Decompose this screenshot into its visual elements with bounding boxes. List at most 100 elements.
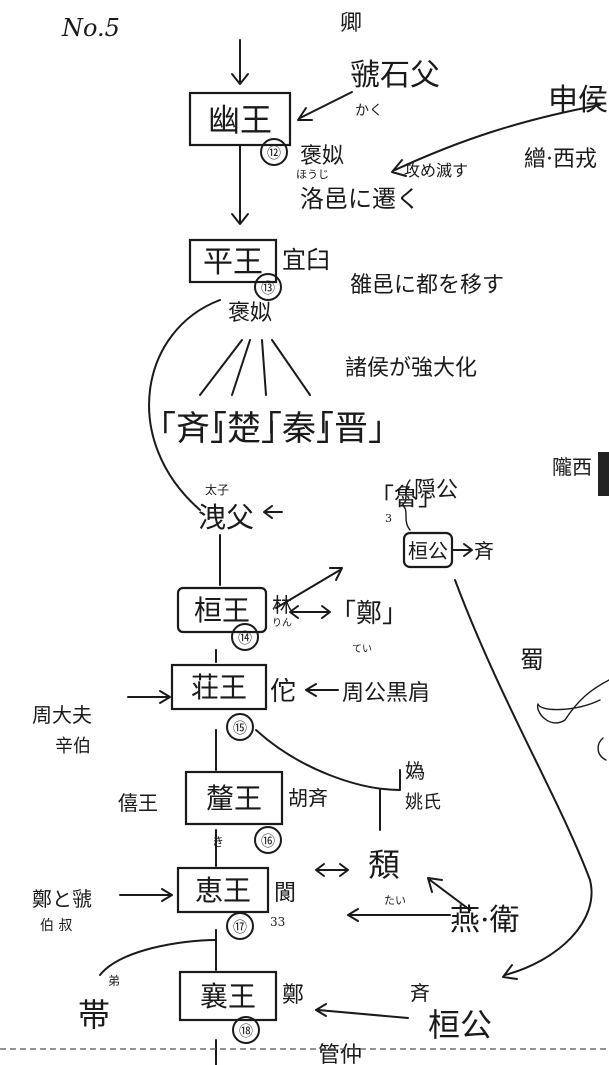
note-move-luoyi: 洛邑に遷く xyxy=(300,185,420,213)
king-num-xiang: ⑱ xyxy=(239,1024,253,1040)
king-num-hui: ⑰ xyxy=(233,920,247,936)
line-zhuang-to-wei xyxy=(255,729,401,791)
king-name-ping: 平王 xyxy=(203,245,263,280)
lines-to-states xyxy=(199,339,311,396)
arrow-shen-to-you xyxy=(391,104,601,177)
note-lang: 閬 xyxy=(274,881,296,906)
page-number: No.5 xyxy=(61,14,120,42)
note-bao-si: 褒姒 xyxy=(300,144,344,169)
note-zheng2: 鄭 xyxy=(282,983,304,1008)
note-tui: 頽 xyxy=(368,846,400,884)
king-num-circle-hui xyxy=(226,912,254,940)
note-zheng: 「鄭」 xyxy=(330,599,408,629)
king-name-huan: 桓王 xyxy=(194,594,250,627)
note-yaoshi: 姚氏 xyxy=(405,792,441,813)
king-num-circle-ping xyxy=(254,273,282,301)
curve-to-huangong xyxy=(454,579,593,980)
king-num-circle-huan xyxy=(231,623,259,651)
note-shu: 蜀 xyxy=(520,646,544,674)
arrow-yanwei-to-hui xyxy=(347,908,451,922)
note-xiefu: 洩父 xyxy=(198,501,254,534)
note-lords-rise: 諸侯が強大化 xyxy=(345,356,477,381)
king-box-xiang xyxy=(178,970,278,1022)
arrow-into-you xyxy=(231,39,249,85)
note-tuo: 佗 xyxy=(270,677,296,707)
note-destroy: 攻め滅す xyxy=(404,161,468,180)
note-flag: 褒姒 xyxy=(228,301,272,326)
king-name-zhuang: 荘王 xyxy=(191,671,247,704)
note-yin: 隠公 xyxy=(414,478,458,503)
note-qi: 斉 xyxy=(410,981,430,1005)
map-edge-block xyxy=(598,452,609,496)
note-qing: 卿 xyxy=(340,11,362,36)
arrow-zhougong-to-zhuang xyxy=(305,683,339,697)
arrow-dafu-to-zhuang xyxy=(127,690,171,704)
note-xi-wang: 僖王 xyxy=(118,791,158,815)
king-name-xi: 釐王 xyxy=(206,782,262,815)
king-box-huan xyxy=(176,586,268,634)
arrow-guo-to-you xyxy=(297,91,353,121)
note-dai: 帯 xyxy=(78,996,110,1034)
arrow-huan-to-lu xyxy=(275,567,343,609)
note-di: 弟 xyxy=(108,974,120,988)
king-num-zhuang: ⑮ xyxy=(233,721,247,737)
line-ping-to-xiefu xyxy=(148,299,221,511)
note-to-qi: 斉 xyxy=(474,539,494,563)
note-zheng-guo: 鄭と虢 xyxy=(32,887,92,911)
king-num-you: ⑫ xyxy=(267,146,281,162)
note-yan-wei: 燕·衛 xyxy=(450,903,520,938)
note-zhou-dafu: 周大夫 xyxy=(32,703,92,727)
note-lin-reading: りん xyxy=(272,617,292,629)
note-zheng-reading: てい xyxy=(352,644,372,655)
note-tui-reading: たい xyxy=(384,894,406,907)
note-guanzhong: 管仲 xyxy=(318,1043,362,1065)
note-taizi: 太子 xyxy=(205,482,229,497)
king-num-huan: ⑭ xyxy=(238,631,252,647)
king-box-xi xyxy=(184,770,284,826)
note-shen-hou: 申侯 xyxy=(548,83,608,118)
note-huangong: 桓公 xyxy=(428,1006,492,1044)
note-zheng-sub: 伯 叔 xyxy=(40,918,72,934)
note-zhougong: 周公黒肩 xyxy=(342,681,430,706)
king-num-circle-zhuang xyxy=(226,713,254,741)
king-box-ping xyxy=(188,238,278,284)
arrow-left-lu xyxy=(263,505,283,519)
note-lu-num: 3 xyxy=(385,512,392,525)
king-reading-xi: き xyxy=(212,835,224,849)
note-lin: 林 xyxy=(272,593,292,617)
king-name-xiang: 襄王 xyxy=(200,980,256,1013)
note-lang-num: 33 xyxy=(270,915,285,929)
note-huqi: 胡斉 xyxy=(288,786,328,810)
line-hui-to-dai xyxy=(99,939,217,976)
map-outline xyxy=(536,679,609,724)
state-qin: 「秦」 xyxy=(248,409,350,449)
king-num-circle-xiang xyxy=(232,1016,260,1044)
note-capital: 雒邑に都を移す xyxy=(350,273,504,298)
note-yijiu: 宜臼 xyxy=(282,246,330,274)
note-guo-reading: かく xyxy=(355,103,383,119)
note-longxi: 隴西 xyxy=(552,455,592,479)
note-guo-shifu: 虢石父 xyxy=(350,58,440,93)
arrow-hui-tui xyxy=(315,863,349,877)
king-name-you: 幽王 xyxy=(208,101,272,139)
arrow-you-to-ping xyxy=(231,145,249,225)
king-num-circle-xi xyxy=(254,826,282,854)
state-qi: 「斉」 xyxy=(142,409,244,449)
note-huangong-lu: 桓公 xyxy=(408,539,448,563)
note-wei: 媯 xyxy=(405,759,425,783)
king-box-hui xyxy=(176,866,270,914)
arrow-yanwei-to-tui xyxy=(427,877,471,911)
king-num-ping: ⑬ xyxy=(261,281,275,297)
state-jin: 「晋」 xyxy=(300,409,402,449)
king-box-zhuang xyxy=(170,663,268,711)
brace-lu xyxy=(401,479,411,531)
note-xinbo: 辛伯 xyxy=(55,736,91,757)
note-bao-reading: ほうじ xyxy=(296,168,329,181)
arrow-huan-zheng xyxy=(289,605,331,619)
state-chu: 「楚」 xyxy=(193,409,295,449)
king-num-circle-you xyxy=(260,138,288,166)
arrow-huangong-to-xiang xyxy=(315,1003,409,1019)
king-name-hui: 恵王 xyxy=(195,874,251,907)
map-outline-2 xyxy=(597,737,607,761)
